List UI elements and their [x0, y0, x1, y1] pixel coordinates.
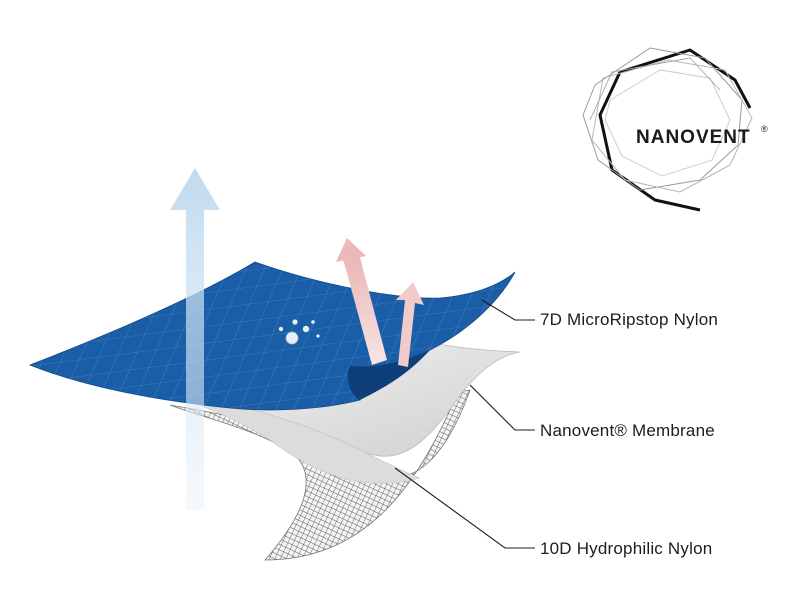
layer-label-outer: 7D MicroRipstop Nylon [540, 310, 719, 329]
layer-label-inner: 10D Hydrophilic Nylon [540, 539, 713, 558]
rain-arrow [336, 238, 387, 365]
leader-lines [394, 299, 535, 549]
vapor-arrow [170, 168, 220, 510]
brand-name: NANOVENT [636, 127, 751, 148]
breathe-arrow [396, 282, 424, 367]
layer-label-membrane: Nanovent® Membrane [540, 421, 715, 440]
brand-registered-mark: ® [761, 124, 768, 134]
nanovent-logo-mark [582, 47, 753, 212]
outer-fabric-layer [28, 261, 516, 411]
